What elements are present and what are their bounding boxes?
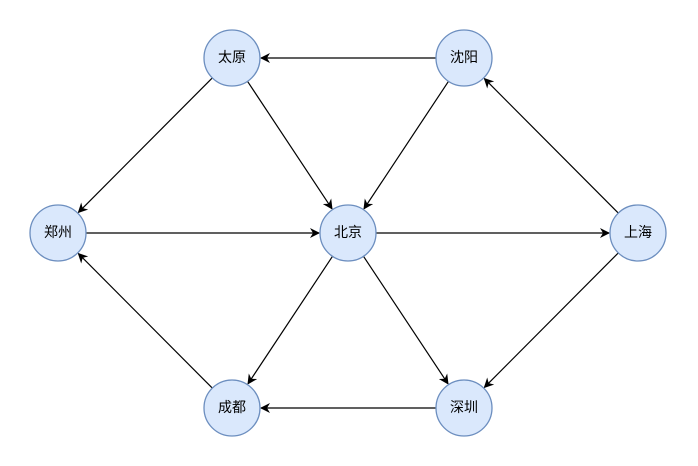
node-circle	[435, 379, 493, 437]
node-shenzhen: 深圳	[435, 379, 493, 437]
edge-taiyuan-to-zhengzhou	[77, 77, 213, 214]
edge-chengdu-to-zhengzhou	[77, 252, 213, 389]
node-circle	[203, 29, 261, 87]
node-beijing: 北京	[319, 204, 377, 262]
node-taiyuan: 太原	[203, 29, 261, 87]
node-label: 深圳	[450, 400, 478, 416]
node-circle	[203, 379, 261, 437]
node-label: 太原	[218, 50, 246, 66]
edge-shanghai-to-shenzhen	[483, 252, 619, 389]
edge-shenyang-to-beijing	[363, 80, 450, 210]
node-circle	[29, 204, 87, 262]
node-circle	[435, 29, 493, 87]
node-shanghai: 上海	[609, 204, 667, 262]
edge-beijing-to-chengdu	[247, 255, 334, 385]
edge-taiyuan-to-beijing	[246, 80, 333, 210]
node-circle	[609, 204, 667, 262]
edges-layer	[77, 53, 619, 413]
node-label: 郑州	[44, 225, 72, 241]
node-label: 北京	[334, 225, 362, 241]
node-zhengzhou: 郑州	[29, 204, 87, 262]
node-shenyang: 沈阳	[435, 29, 493, 87]
node-chengdu: 成都	[203, 379, 261, 437]
node-label: 上海	[624, 225, 652, 241]
edge-beijing-to-shenzhen	[362, 255, 449, 385]
node-label: 成都	[218, 400, 246, 416]
node-circle	[319, 204, 377, 262]
edge-shanghai-to-shenyang	[483, 77, 619, 214]
node-label: 沈阳	[450, 50, 478, 66]
